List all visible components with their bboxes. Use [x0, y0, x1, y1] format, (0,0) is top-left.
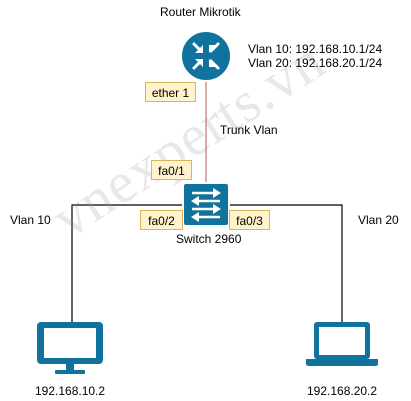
switch-port-trunk-tag: fa0/1 — [151, 160, 192, 180]
router-port-tag: ether 1 — [145, 82, 196, 102]
switch-port-left-tag: fa0/2 — [140, 210, 183, 230]
desktop-monitor-icon — [37, 322, 103, 374]
switch-icon — [182, 182, 230, 227]
switch-port-right-tag: fa0/3 — [229, 210, 270, 230]
router-name: Router Mikrotik — [160, 5, 241, 19]
laptop-icon — [306, 322, 378, 366]
switch-name: Switch 2960 — [176, 232, 242, 246]
link-switch-to-laptop — [229, 204, 343, 322]
right-vlan-label: Vlan 20 — [358, 213, 399, 227]
laptop-ip-label: 192.168.20.2 — [307, 384, 378, 398]
router-vlan10-gateway: Vlan 10: 192.168.10.1/24 — [248, 42, 383, 56]
pc-ip-label: 192.168.10.2 — [35, 384, 106, 398]
link-switch-to-pc — [71, 204, 183, 322]
router-icon — [180, 30, 232, 82]
trunk-label: Trunk Vlan — [220, 123, 278, 137]
router-vlan20-gateway: Vlan 20: 192.168.20.1/24 — [248, 56, 383, 70]
left-vlan-label: Vlan 10 — [10, 213, 51, 227]
